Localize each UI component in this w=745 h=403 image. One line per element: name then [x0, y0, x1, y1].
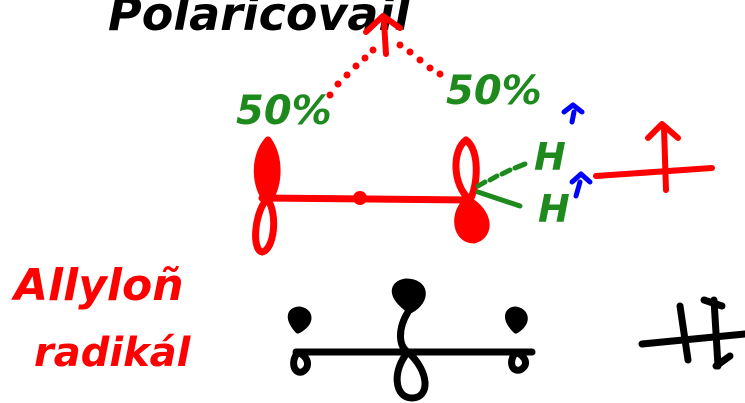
hydrogen-top-label: H	[534, 135, 566, 179]
black-molecule	[287, 278, 536, 402]
node-symbol-icon	[638, 296, 745, 370]
central-atom-dot	[353, 191, 367, 205]
red-molecule	[252, 136, 490, 256]
right-electron-arrow-icon	[593, 121, 715, 193]
green-h-bonds	[475, 161, 528, 209]
title-text: Polaricovail	[108, 0, 411, 41]
dotted-connector	[326, 41, 444, 99]
allyl-label-line2: radikál	[34, 330, 192, 376]
blue-arrow-icon	[561, 102, 593, 199]
left-percent-label: 50%	[236, 88, 332, 134]
right-percent-label: 50%	[446, 68, 542, 114]
hydrogen-bottom-label: H	[538, 187, 570, 231]
allyl-label-line1: Allyloñ	[11, 260, 184, 311]
top-electron-arrow-icon	[363, 13, 403, 57]
